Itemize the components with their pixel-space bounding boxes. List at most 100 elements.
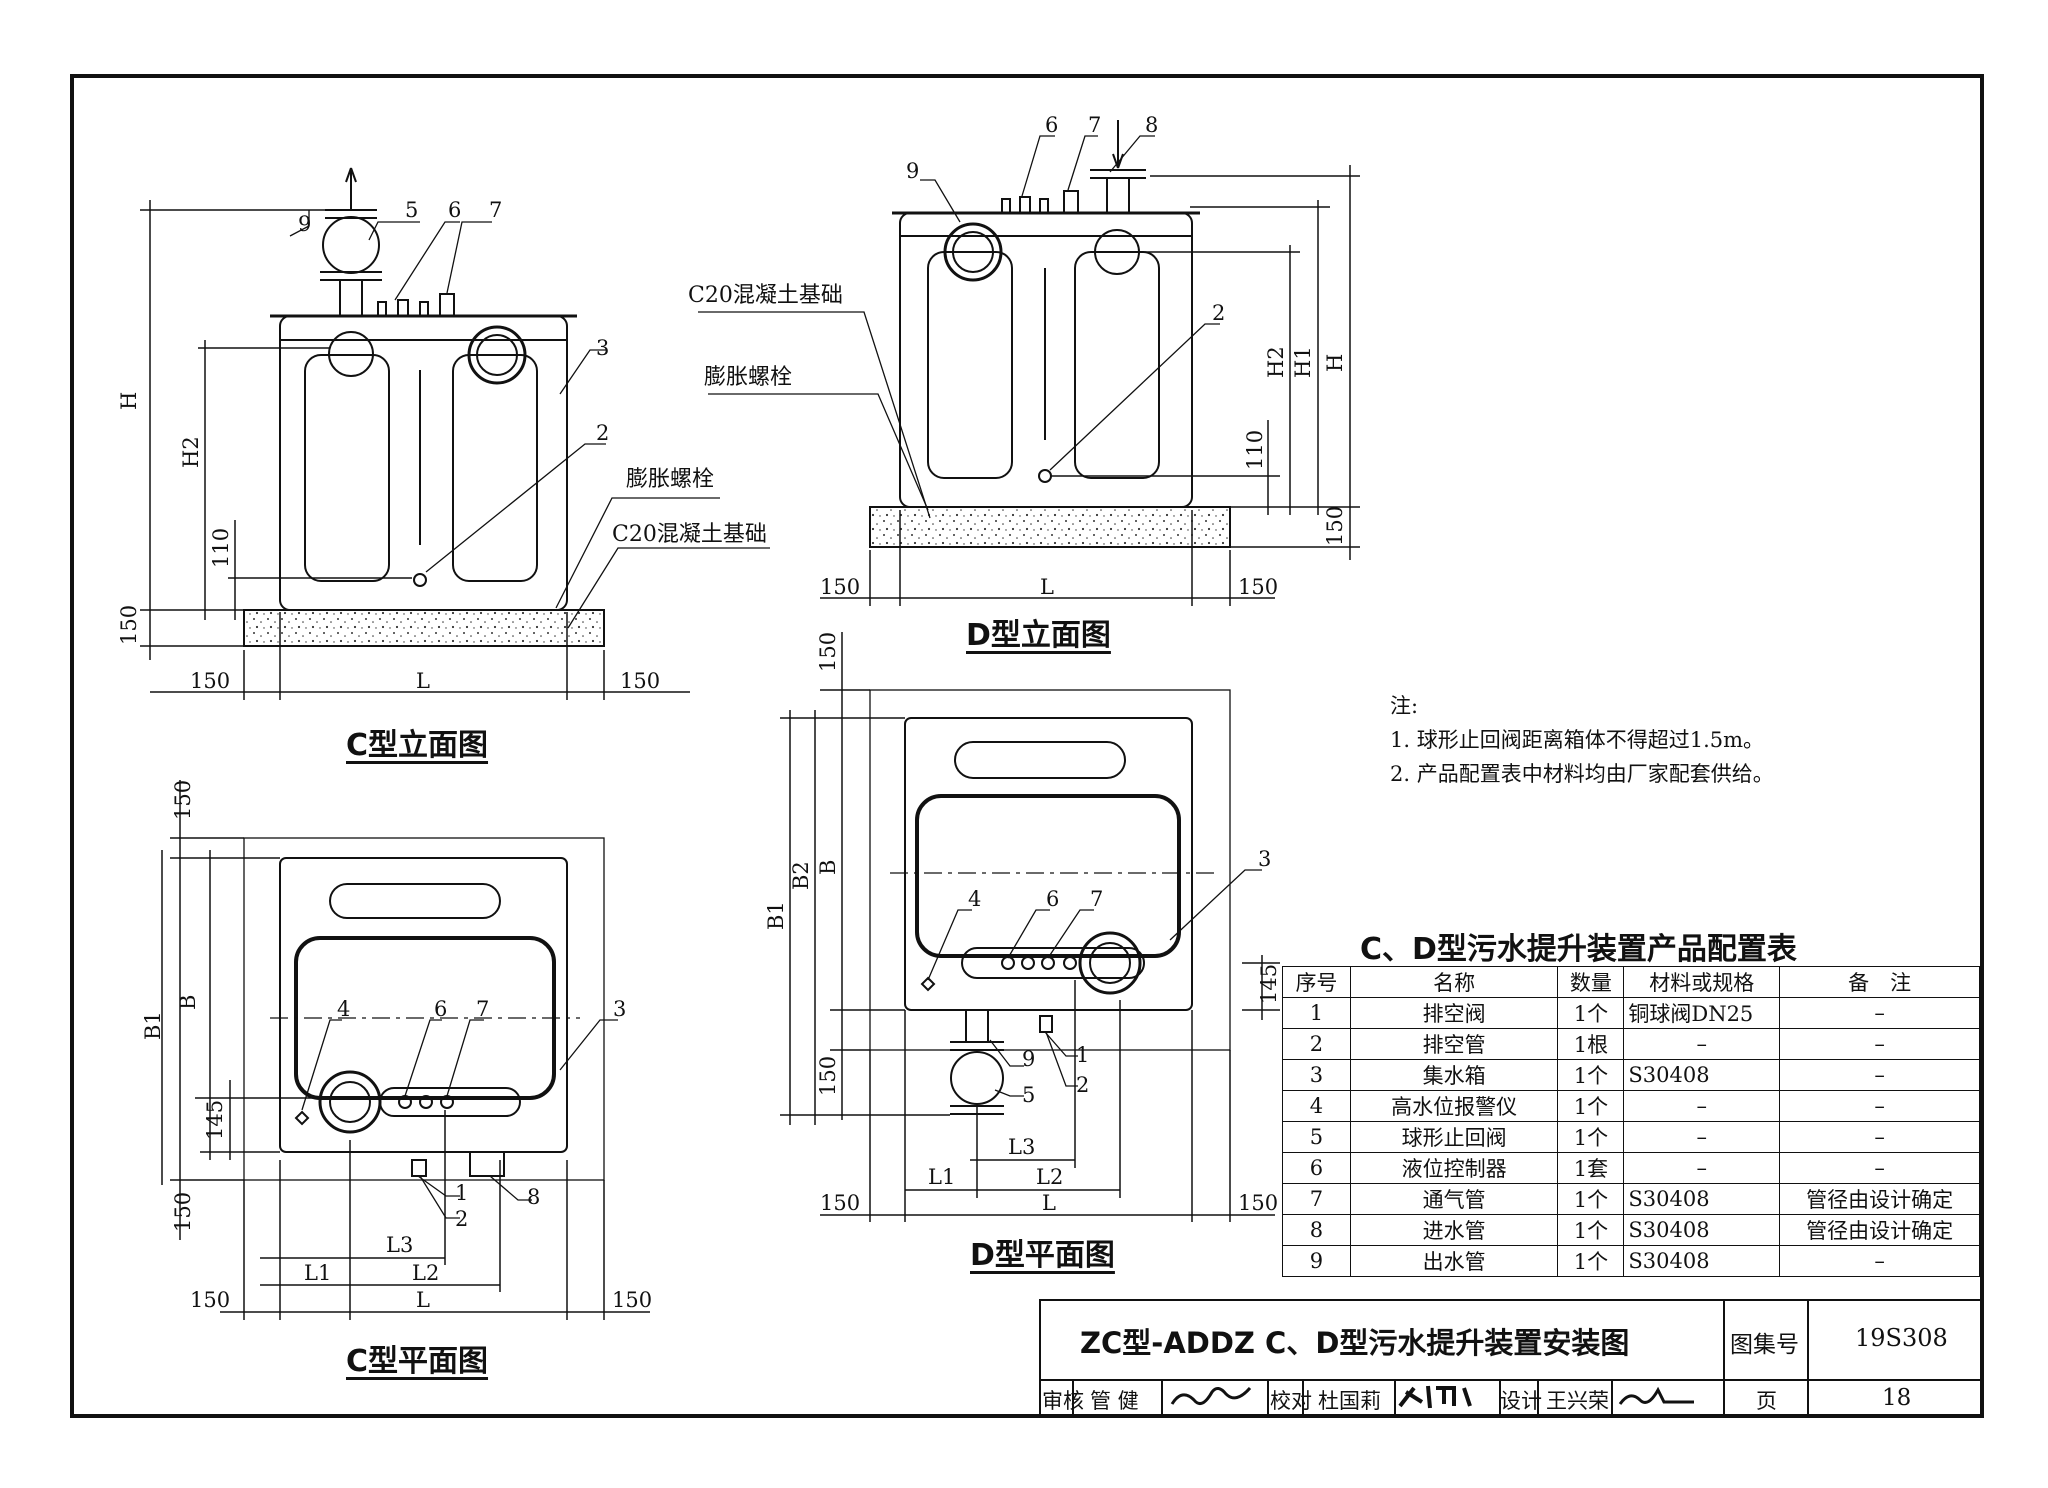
d-plan-dim-L3: L3 bbox=[1008, 1135, 1035, 1159]
cell-name: 出水管 bbox=[1349, 1245, 1559, 1277]
d-plan-dim-B2: B2 bbox=[789, 861, 813, 890]
d-elev-dim-150-right: 150 bbox=[1238, 575, 1278, 599]
d-elev-bolt-label: 膨胀螺栓 bbox=[704, 365, 792, 390]
cell-name: 排空阀 bbox=[1349, 997, 1559, 1029]
atlas-number: 19S308 bbox=[1855, 1324, 1948, 1352]
cell-index: 9 bbox=[1282, 1245, 1351, 1277]
c-elev-dim-150-right: 150 bbox=[620, 669, 660, 693]
d-plan-label-6: 6 bbox=[1046, 887, 1059, 911]
d-elev-label-2: 2 bbox=[1212, 301, 1225, 325]
c-elev-dim-H2: H2 bbox=[179, 436, 203, 468]
d-elev-dim-110: 110 bbox=[1243, 430, 1267, 470]
d-elevation-caption: D型立面图 bbox=[966, 618, 1111, 653]
c-plan-dim-150-bottom: 150 bbox=[171, 1192, 195, 1232]
c-plan-dim-150-left: 150 bbox=[190, 1288, 230, 1312]
page-label: 页 bbox=[1756, 1389, 1777, 1413]
d-plan-label-3: 3 bbox=[1258, 847, 1271, 871]
cell-qty: 1个 bbox=[1557, 1214, 1625, 1246]
c-plan-tank bbox=[279, 857, 568, 1153]
header-material: 材料或规格 bbox=[1623, 966, 1781, 998]
cell-name: 高水位报警仪 bbox=[1349, 1090, 1559, 1122]
d-elev-label-9: 9 bbox=[906, 159, 919, 183]
checker-name: 杜国莉 bbox=[1318, 1389, 1381, 1413]
c-plan-dim-150-right: 150 bbox=[612, 1288, 652, 1312]
d-elev-label-8: 8 bbox=[1145, 113, 1158, 137]
d-plan-dim-150-bottom: 150 bbox=[816, 1056, 840, 1096]
c-plan-dim-B1: B1 bbox=[141, 1011, 165, 1040]
cell-remark: 管径由设计确定 bbox=[1779, 1183, 1980, 1215]
signature-reviewer bbox=[1170, 1386, 1252, 1406]
d-plan-label-1: 1 bbox=[1076, 1043, 1089, 1067]
cell-material: S30408 bbox=[1623, 1183, 1781, 1215]
cell-index: 8 bbox=[1282, 1214, 1351, 1246]
c-plan-dim-145: 145 bbox=[203, 1100, 227, 1140]
reviewer-name: 管 健 bbox=[1090, 1389, 1139, 1413]
cell-qty: 1个 bbox=[1557, 1059, 1625, 1091]
d-elevation-view bbox=[698, 120, 1360, 606]
cell-remark: 管径由设计确定 bbox=[1779, 1214, 1980, 1246]
cell-name: 集水箱 bbox=[1349, 1059, 1559, 1091]
d-plan-dim-145: 145 bbox=[1257, 964, 1281, 1004]
note-item-2: 2. 产品配置表中材料均由厂家配套供给。 bbox=[1390, 762, 1774, 786]
c-plan-label-7: 7 bbox=[476, 997, 489, 1021]
d-plan-label-7: 7 bbox=[1090, 887, 1103, 911]
design-label: 设计 bbox=[1500, 1389, 1542, 1413]
d-plan-dim-150-left: 150 bbox=[820, 1191, 860, 1215]
cell-qty: 1个 bbox=[1557, 1090, 1625, 1122]
d-plan-caption: D型平面图 bbox=[970, 1238, 1115, 1273]
cell-qty: 1根 bbox=[1557, 1028, 1625, 1060]
cell-remark: – bbox=[1779, 1090, 1980, 1122]
d-plan-foundation bbox=[869, 689, 1231, 1051]
d-elev-dim-L: L bbox=[1040, 575, 1054, 599]
c-plan-dim-150-top: 150 bbox=[171, 780, 195, 820]
c-elevation-view bbox=[140, 167, 770, 700]
c-elev-dim-L: L bbox=[416, 669, 430, 693]
cell-qty: 1个 bbox=[1557, 997, 1625, 1029]
header-index: 序号 bbox=[1282, 966, 1351, 998]
drawing-frame bbox=[70, 74, 1984, 1418]
d-plan-dim-B1: B1 bbox=[764, 901, 788, 930]
cell-qty: 1个 bbox=[1557, 1245, 1625, 1277]
c-plan-label-2: 2 bbox=[455, 1207, 468, 1231]
d-plan-view bbox=[780, 632, 1280, 1222]
d-elev-label-6: 6 bbox=[1045, 113, 1058, 137]
d-plan-label-2: 2 bbox=[1076, 1073, 1089, 1097]
header-remark: 备 注 bbox=[1779, 966, 1980, 998]
c-elev-label-7: 7 bbox=[489, 198, 502, 222]
c-elev-label-2: 2 bbox=[596, 421, 609, 445]
config-table-title: C、D型污水提升装置产品配置表 bbox=[1360, 932, 1797, 967]
c-plan-label-3: 3 bbox=[613, 997, 626, 1021]
cell-material: – bbox=[1623, 1090, 1781, 1122]
c-elev-label-5: 5 bbox=[405, 198, 418, 222]
c-plan-label-8: 8 bbox=[527, 1185, 540, 1209]
header-qty: 数量 bbox=[1557, 966, 1625, 998]
c-elev-label-3: 3 bbox=[596, 336, 609, 360]
c-elev-dim-110: 110 bbox=[209, 528, 233, 568]
table-header-row: 序号 名称 数量 材料或规格 备 注 bbox=[1282, 966, 1980, 998]
d-plan-dim-150-top: 150 bbox=[816, 632, 840, 672]
c-plan-label-6: 6 bbox=[434, 997, 447, 1021]
signature-checker bbox=[1398, 1385, 1472, 1409]
cell-qty: 1套 bbox=[1557, 1152, 1625, 1184]
c-elev-foundation-label: C20混凝土基础 bbox=[612, 522, 767, 547]
c-plan-dim-L1: L1 bbox=[304, 1261, 331, 1285]
note-item-1: 1. 球形止回阀距离箱体不得超过1.5m。 bbox=[1390, 728, 1765, 752]
cell-index: 4 bbox=[1282, 1090, 1351, 1122]
cell-name: 进水管 bbox=[1349, 1214, 1559, 1246]
c-plan-view bbox=[161, 780, 650, 1320]
d-elev-dim-150-v: 150 bbox=[1323, 506, 1347, 546]
page-number: 18 bbox=[1882, 1385, 1912, 1411]
d-elev-foundation bbox=[869, 506, 1231, 548]
cell-material: S30408 bbox=[1623, 1214, 1781, 1246]
d-elev-foundation-label: C20混凝土基础 bbox=[688, 283, 843, 308]
c-elev-bolt-label: 膨胀螺栓 bbox=[626, 467, 714, 492]
c-plan-caption: C型平面图 bbox=[346, 1344, 489, 1379]
